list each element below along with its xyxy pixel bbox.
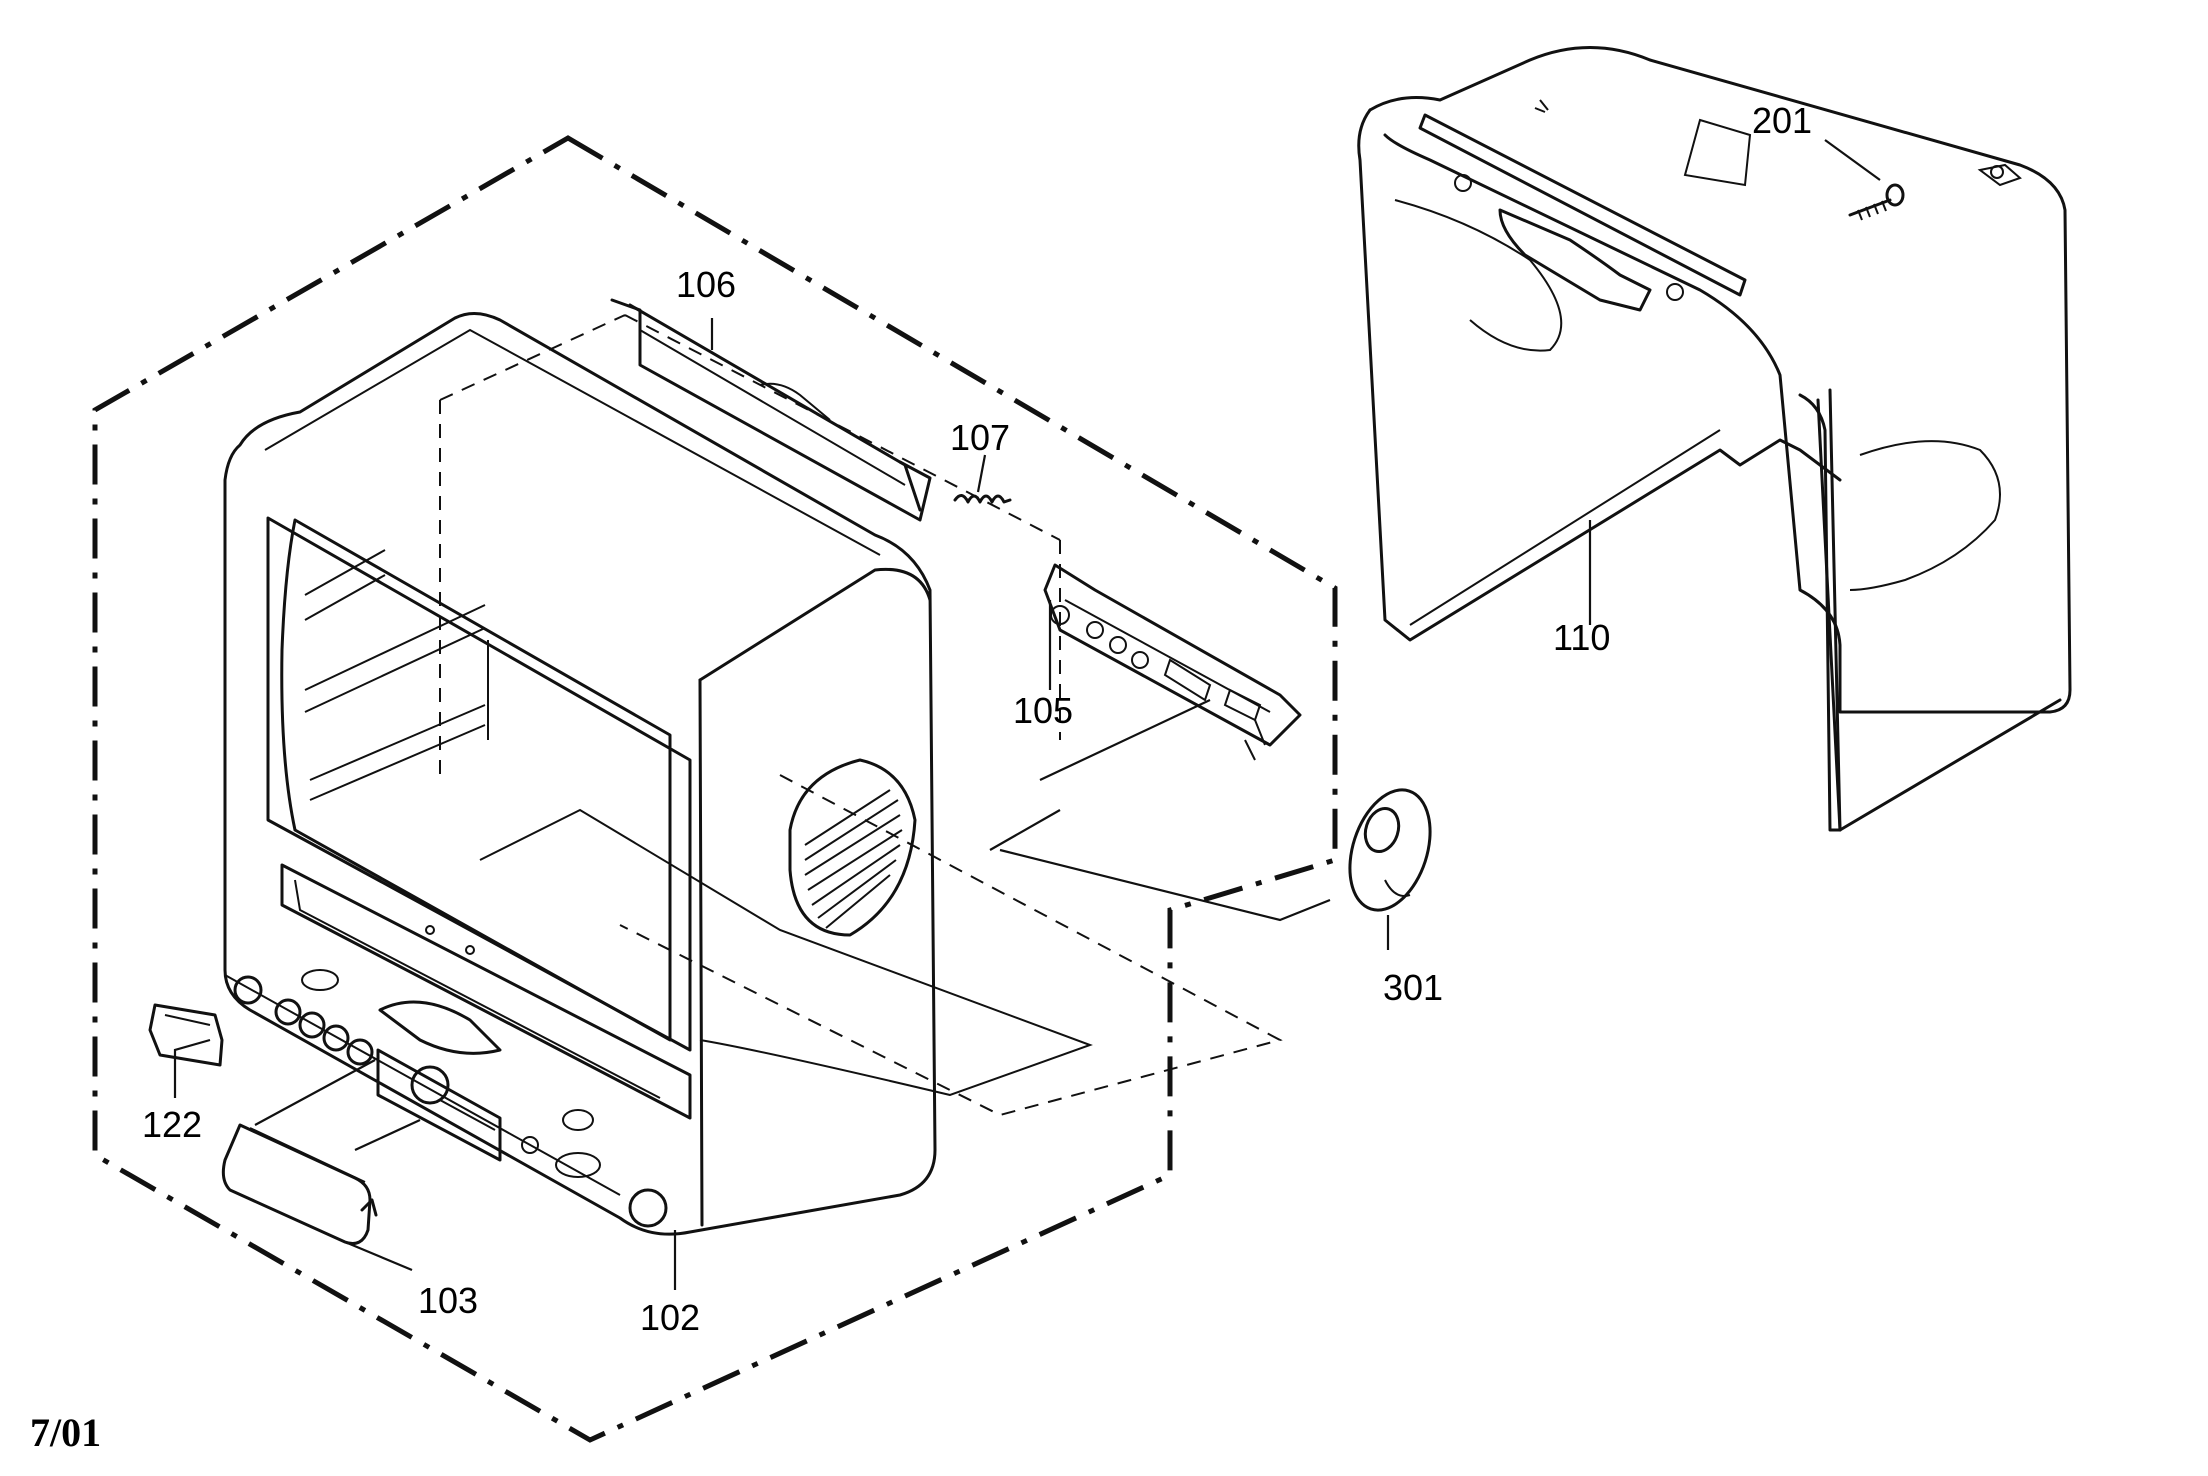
leader-lines [173,139,1881,1290]
assembly-boundary [92,135,1338,1443]
label-106: 106 [676,264,736,305]
label-102: 102 [640,1297,700,1338]
label-201: 201 [1752,100,1812,141]
part-301-speaker [1348,788,1432,912]
label-103: 103 [418,1280,478,1321]
label-110: 110 [1553,617,1610,658]
part-122-badge [148,1003,224,1067]
date-code: 7/01 [30,1410,101,1455]
part-201-screw [1848,183,1905,221]
base-outline [479,808,1093,1097]
part-105-circuit-board [1043,563,1302,761]
hidden-outline [439,314,1283,1117]
part-107-spring [953,494,1012,504]
label-122: 122 [142,1104,202,1145]
label-301: 301 [1383,967,1443,1008]
label-105: 105 [1013,690,1073,731]
part-103-door [221,1123,378,1245]
part-110-back-cabinet [1357,46,2072,832]
label-107: 107 [950,417,1010,458]
front-cabinet [223,312,937,1236]
part-106-bracket [610,298,932,522]
